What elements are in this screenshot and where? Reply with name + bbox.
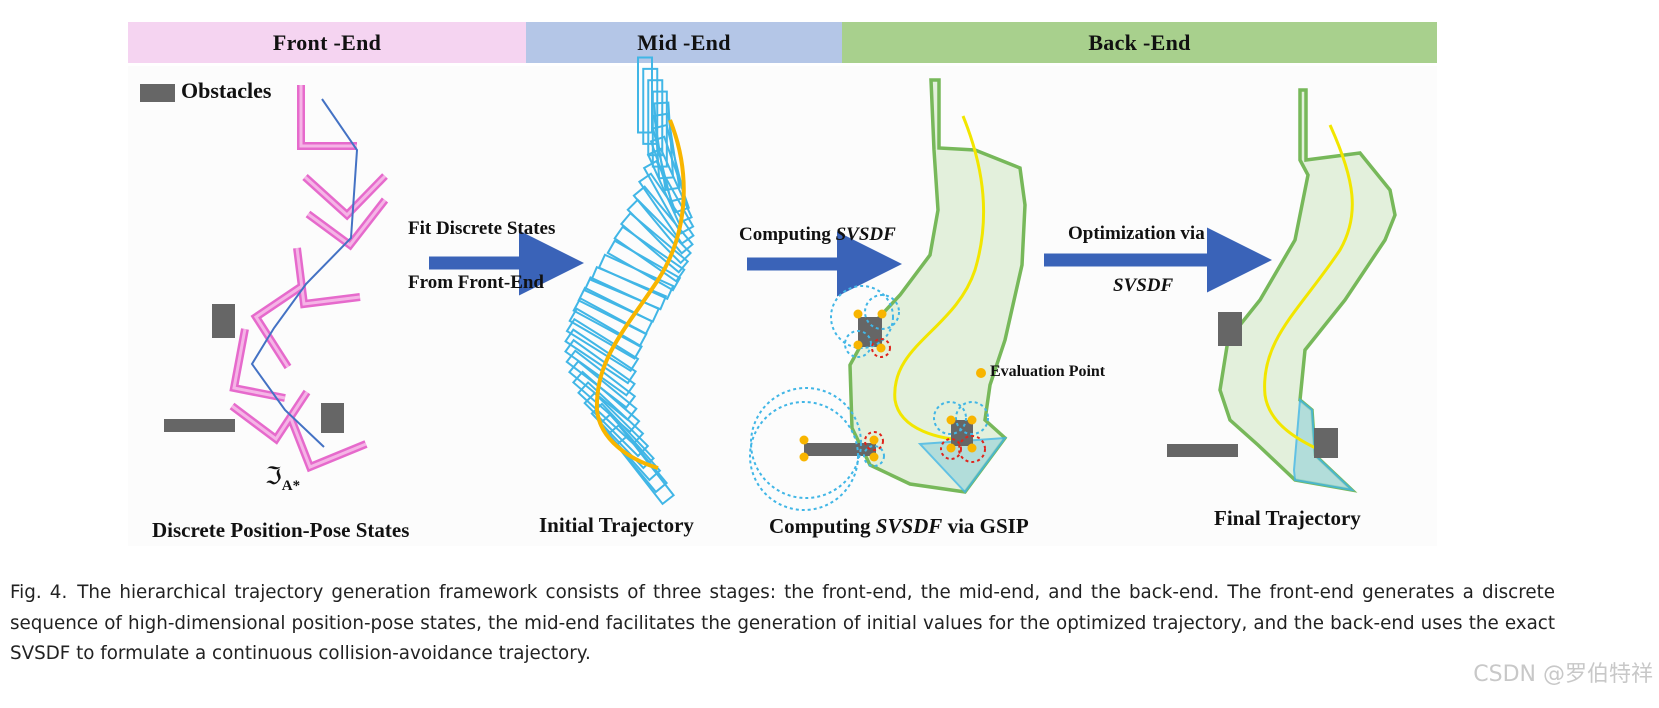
swept-pose-rect bbox=[646, 147, 693, 225]
astar-math-subscript: A* bbox=[281, 477, 301, 494]
initial-trajectory-curve bbox=[594, 119, 686, 470]
computing-prefix: Computing bbox=[739, 224, 836, 245]
eval-circle bbox=[933, 401, 967, 435]
obstacle bbox=[804, 443, 876, 456]
gsip-title: Computing SVSDF via GSIP bbox=[769, 514, 1029, 539]
swept-pose-rect bbox=[613, 225, 686, 283]
swept-pose-rect bbox=[583, 276, 660, 323]
eval-circle bbox=[940, 438, 962, 460]
stage-front-end: Front -End bbox=[128, 22, 526, 63]
eval-circle bbox=[830, 285, 894, 349]
eval-circle bbox=[844, 330, 872, 358]
stage-back-label: Back -End bbox=[1088, 29, 1191, 55]
evaluation-point-legend-dot bbox=[976, 368, 986, 378]
watermark: CSDN @罗伯特祥 bbox=[1473, 662, 1653, 687]
stage-back-end: Back -End bbox=[842, 22, 1437, 63]
arrow-optimization-label-2: SVSDF bbox=[1113, 275, 1174, 296]
eval-circle bbox=[864, 294, 900, 330]
figure-caption: Fig. 4.The hierarchical trajectory gener… bbox=[10, 578, 1555, 670]
obstacle bbox=[212, 304, 235, 338]
evaluation-points bbox=[799, 309, 986, 462]
eval-circle bbox=[863, 445, 885, 467]
obstacle bbox=[321, 403, 344, 433]
astar-math-label: ℑA* bbox=[265, 462, 300, 495]
swept-pose-rect bbox=[626, 198, 692, 265]
swept-pose-rect bbox=[642, 67, 659, 145]
stage-mid-label: Mid -End bbox=[637, 29, 731, 55]
swept-pose-rect bbox=[642, 159, 695, 235]
arrow-optimization-label-1: Optimization via bbox=[1068, 223, 1205, 244]
red-eval-circles bbox=[864, 338, 986, 463]
gsip-panel bbox=[749, 78, 1027, 511]
astar-path bbox=[250, 98, 359, 448]
arrows bbox=[429, 227, 1272, 297]
final-trajectory-curve bbox=[1263, 124, 1354, 458]
gsip-suffix: via GSIP bbox=[942, 514, 1029, 538]
eval-circle bbox=[871, 338, 891, 358]
obstacle bbox=[1314, 428, 1338, 458]
mid-end-title: Initial Trajectory bbox=[539, 513, 694, 537]
arrow-fit-label-2: From Front-End bbox=[408, 272, 544, 293]
evaluation-point-legend-label: Evaluation Point bbox=[990, 363, 1106, 380]
eval-circle bbox=[958, 435, 986, 463]
panel-background bbox=[128, 66, 1437, 546]
obstacles-legend-label: Obstacles bbox=[181, 78, 272, 103]
swept-pose-rect bbox=[568, 307, 643, 360]
swept-pose-rect bbox=[572, 296, 648, 348]
swept-pose-rect bbox=[577, 286, 654, 336]
arrow-computing-label: Computing SVSDF bbox=[739, 224, 896, 246]
figure-number: Fig. 4. bbox=[10, 582, 68, 603]
swept-pose-rect bbox=[565, 317, 640, 373]
stage-mid-end: Mid -End bbox=[526, 22, 842, 63]
astar-math-symbol: ℑ bbox=[265, 464, 282, 490]
eval-circle bbox=[749, 401, 859, 511]
final-panel bbox=[1167, 88, 1397, 493]
obstacle bbox=[164, 419, 235, 432]
caption-text: The hierarchical trajectory generation f… bbox=[10, 582, 1555, 664]
gsip-prefix: Computing bbox=[769, 514, 876, 538]
eval-circle bbox=[750, 387, 862, 499]
swept-pose-rect bbox=[564, 328, 638, 385]
backend-trajectory-curve bbox=[893, 115, 986, 442]
obstacle bbox=[1167, 444, 1238, 457]
swept-pose-rect bbox=[619, 211, 690, 274]
eval-circle bbox=[955, 401, 989, 435]
final-trajectory-title: Final Trajectory bbox=[1214, 506, 1361, 530]
eval-circle bbox=[864, 431, 884, 451]
obstacle bbox=[951, 420, 973, 446]
arrow-fit-label-1: Fit Discrete States bbox=[408, 218, 556, 239]
obstacle-legend-swatch bbox=[140, 84, 175, 102]
final-robot-pose bbox=[1292, 398, 1356, 492]
computing-em: SVSDF bbox=[835, 224, 896, 245]
gsip-em: SVSDF bbox=[875, 514, 943, 538]
mid-end-panel bbox=[564, 56, 695, 506]
evaluation-circles bbox=[749, 285, 989, 511]
front-end-title: Discrete Position-Pose States bbox=[152, 518, 410, 542]
stage-front-label: Front -End bbox=[272, 29, 382, 55]
obstacle bbox=[1218, 312, 1242, 346]
front-end-panel bbox=[140, 84, 389, 473]
